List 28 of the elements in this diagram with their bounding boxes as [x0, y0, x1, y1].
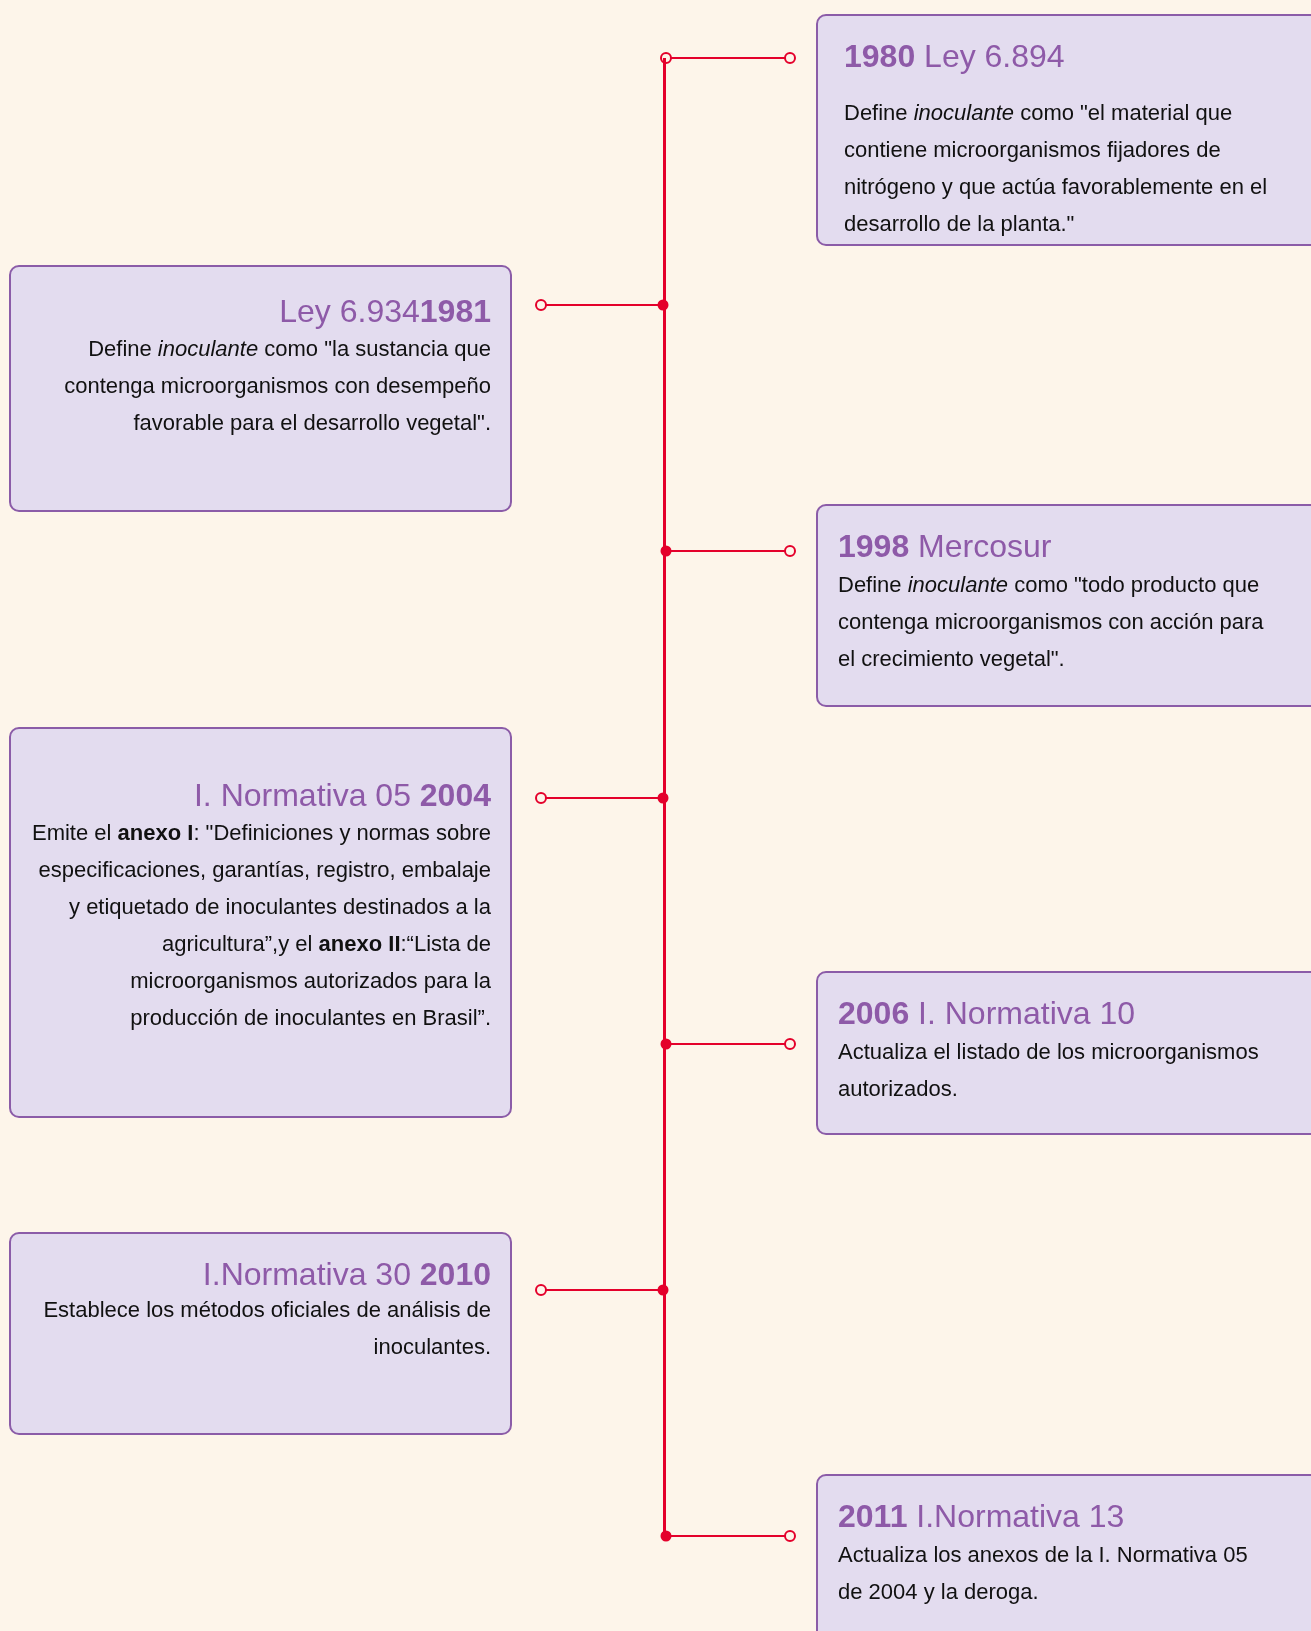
- event-description: Emite el anexo I: "Definiciones y normas sobre especificaciones, garantías, registro, embalaje y etiquetado de inoculantes destinados a la agricultura”,y el anexo II:“Lista de microorganismos autorizados para la producción de inoculantes en Brasil”.: [31, 819, 491, 1032]
- event-title: 1998 Mercosur: [838, 528, 1053, 565]
- event-title: Ley 6.9341981: [278, 293, 491, 330]
- event-card: [9, 727, 512, 1118]
- event-description: Establece los métodos oficiales de análisis de inoculantes.: [42, 1296, 491, 1361]
- event-description: Define inoculante como "el material que contiene microorganismos fijadores de nitrógeno y que actúa favorablemente en el desarrollo de la planta.": [844, 99, 1269, 238]
- connector-line: [535, 792, 669, 804]
- event-description: Actualiza los anexos de la I. Normativa 05 de 2004 y la deroga.: [838, 1541, 1249, 1606]
- event-card: [9, 1232, 512, 1435]
- event-description: Define inoculante como "todo producto que contenga microorganismos con acción para el crecimiento vegetal".: [838, 571, 1265, 673]
- event-title: I. Normativa 05 2004: [192, 777, 491, 814]
- event-card: [816, 1474, 1311, 1631]
- connector-line: [660, 1530, 796, 1542]
- event-title: I.Normativa 30 2010: [201, 1256, 491, 1293]
- event-description: Define inoculante como "la sustancia que contenga microorganismos con desempeño favorable para el desarrollo vegetal".: [63, 335, 491, 437]
- event-title: 1980 Ley 6.894: [844, 38, 1066, 75]
- event-title: 2011 I.Normativa 13: [838, 1498, 1126, 1535]
- event-card: [816, 14, 1311, 246]
- connector-line: [660, 545, 796, 557]
- connector-line: [535, 299, 669, 311]
- event-card: [9, 265, 512, 512]
- event-title: 2006 I. Normativa 10: [838, 995, 1137, 1032]
- event-card: [816, 971, 1311, 1135]
- connector-line: [660, 1038, 796, 1050]
- event-description: Actualiza el listado de los microorganismos autorizados.: [838, 1038, 1260, 1103]
- event-card: [816, 504, 1311, 707]
- connector-line: [660, 52, 796, 64]
- connector-line: [535, 1284, 669, 1296]
